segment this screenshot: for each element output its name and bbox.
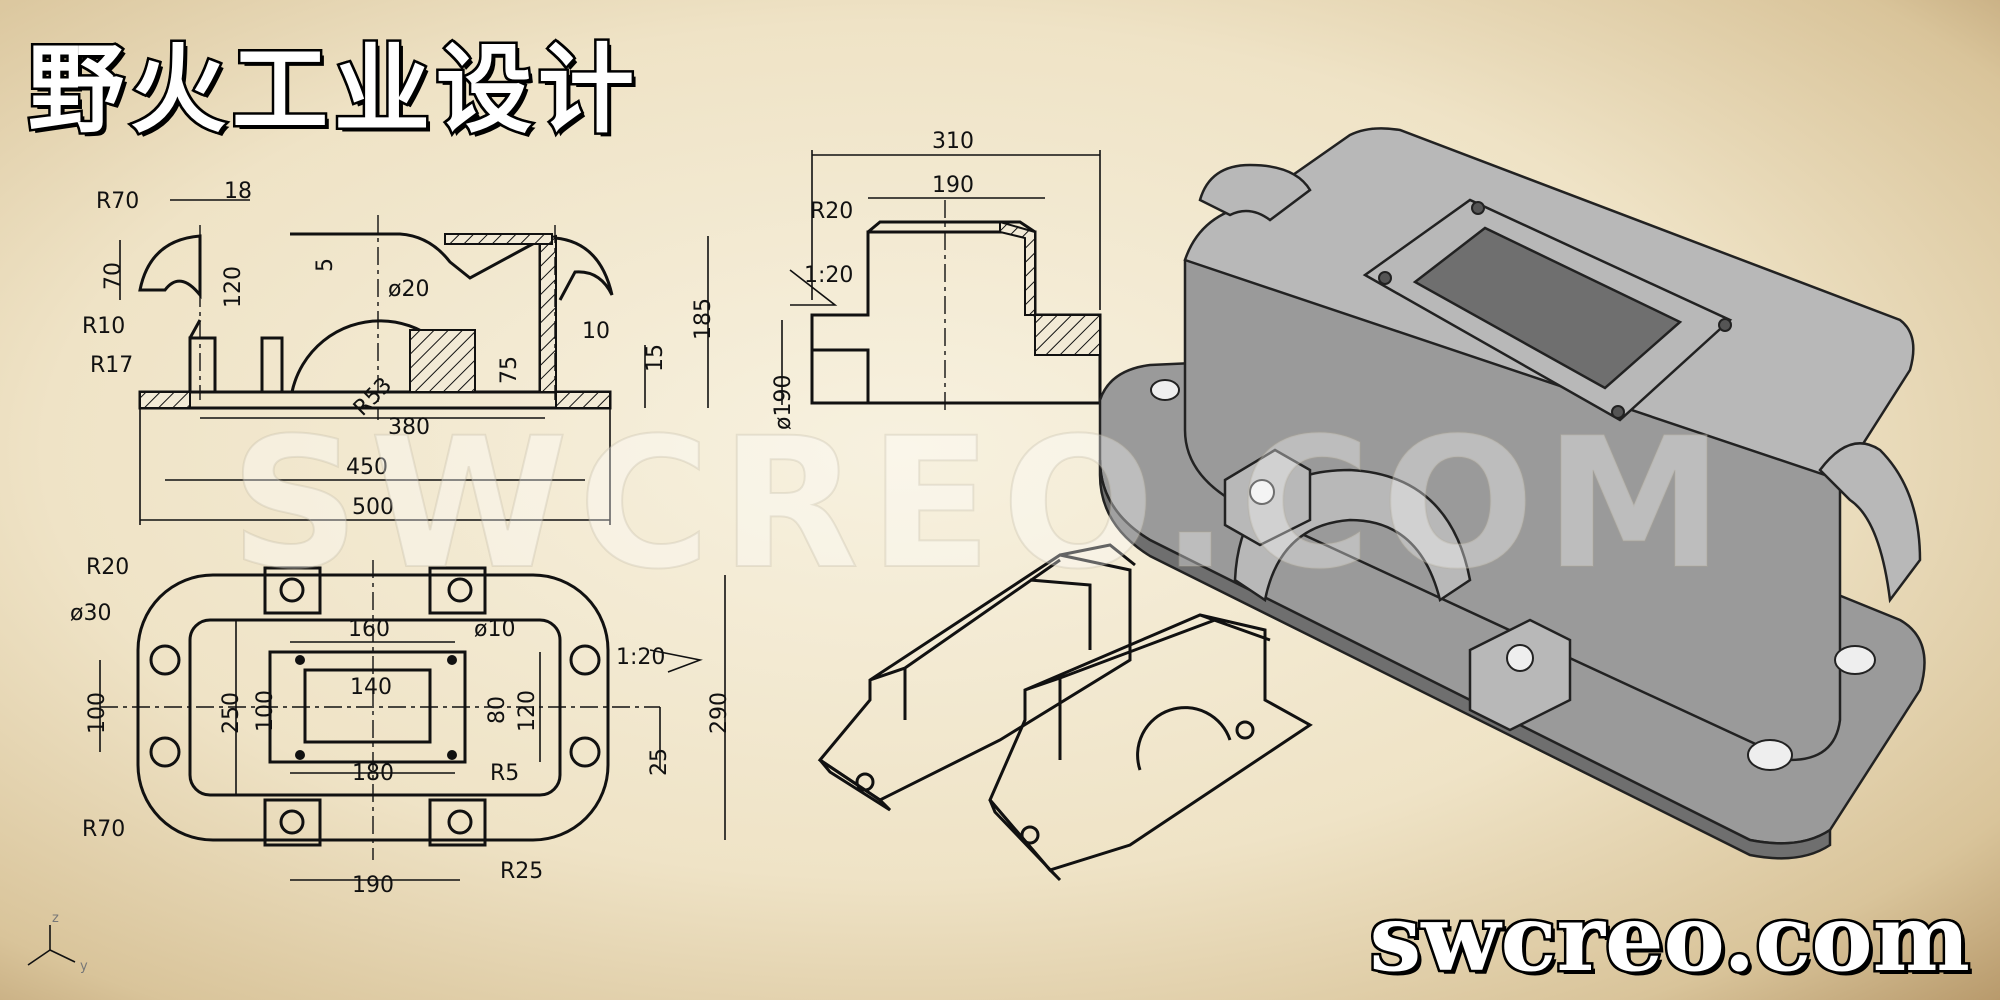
axis-triad: z y	[27, 911, 88, 974]
top-dim-2: 160	[348, 617, 390, 642]
side-dim-1: 190	[932, 173, 974, 198]
front-dim-2: 70	[101, 262, 126, 290]
side-dim-3: 1:20	[804, 263, 853, 288]
axis-z-label: z	[52, 911, 59, 926]
brand-site-url: swcreo.com	[1367, 882, 1973, 995]
front-dim-5: 120	[221, 266, 246, 308]
top-dim-4: 100	[85, 692, 110, 734]
rendered-3d-model	[1098, 127, 1926, 860]
front-dim-14: 450	[346, 455, 388, 480]
watermark-text: SWCREO.COM	[229, 399, 1734, 610]
top-dim-8: 80	[485, 696, 510, 724]
isometric-sketch	[817, 543, 1313, 882]
front-hatch-top-right	[444, 233, 553, 245]
top-dim-17: R25	[500, 859, 543, 884]
sketch-left-half	[817, 553, 1132, 802]
front-dim-6: 5	[313, 258, 338, 272]
brand-title: 野火工业设计	[26, 31, 640, 149]
top-dim-7: 140	[350, 675, 392, 700]
top-dim-13: 180	[352, 761, 394, 786]
front-dim-8: 10	[582, 319, 610, 344]
front-dim-7: ø20	[388, 277, 429, 302]
top-dim-15: R70	[82, 817, 125, 842]
front-hatch-right-block	[409, 329, 476, 393]
model-left-ear	[1198, 163, 1312, 222]
front-dim-15: 500	[352, 495, 394, 520]
top-dim-6: 100	[253, 690, 278, 732]
front-dim-0: R70	[96, 189, 139, 214]
top-view: R20 ø30 160 ø10 100 250 100 140 80 120 1…	[70, 555, 732, 898]
side-dim-2: R20	[810, 199, 853, 224]
top-dim-1: ø30	[70, 601, 111, 626]
front-dim-13: 380	[388, 415, 430, 440]
top-dim-16: 190	[352, 873, 394, 898]
side-view: 310 190 R20 1:20 ø190	[771, 129, 1102, 430]
front-dim-3: R10	[82, 314, 125, 339]
axis-y-label: y	[80, 959, 88, 974]
front-right-ear	[554, 236, 614, 301]
model-window-opening	[1412, 226, 1683, 390]
top-dim-9: 120	[515, 690, 540, 732]
side-hatch-right	[1034, 314, 1101, 356]
top-window-inner	[303, 668, 432, 744]
top-dim-3: ø10	[474, 617, 515, 642]
top-dim-0: R20	[86, 555, 129, 580]
front-dim-10: 185	[691, 298, 716, 340]
top-dim-11: 290	[707, 692, 732, 734]
front-hatch-right-wall	[539, 234, 557, 393]
top-dim-10: 1:20	[616, 645, 665, 670]
side-dim-4: ø190	[771, 375, 796, 430]
front-left-ear	[138, 234, 202, 300]
model-right-ear	[1818, 442, 1922, 604]
top-dim-5: 250	[219, 692, 244, 734]
front-dim-1: 18	[224, 179, 252, 204]
front-dim-11: 75	[497, 356, 522, 384]
front-hatch-left-base	[139, 391, 191, 409]
top-dim-14: R5	[490, 761, 519, 786]
sketch-right-half	[988, 613, 1313, 872]
top-dim-12: 25	[647, 748, 672, 776]
side-hatch-top-right	[999, 220, 1036, 316]
side-dim-0: 310	[932, 129, 974, 154]
front-dim-9: 15	[643, 344, 668, 372]
front-dim-4: R17	[90, 353, 133, 378]
